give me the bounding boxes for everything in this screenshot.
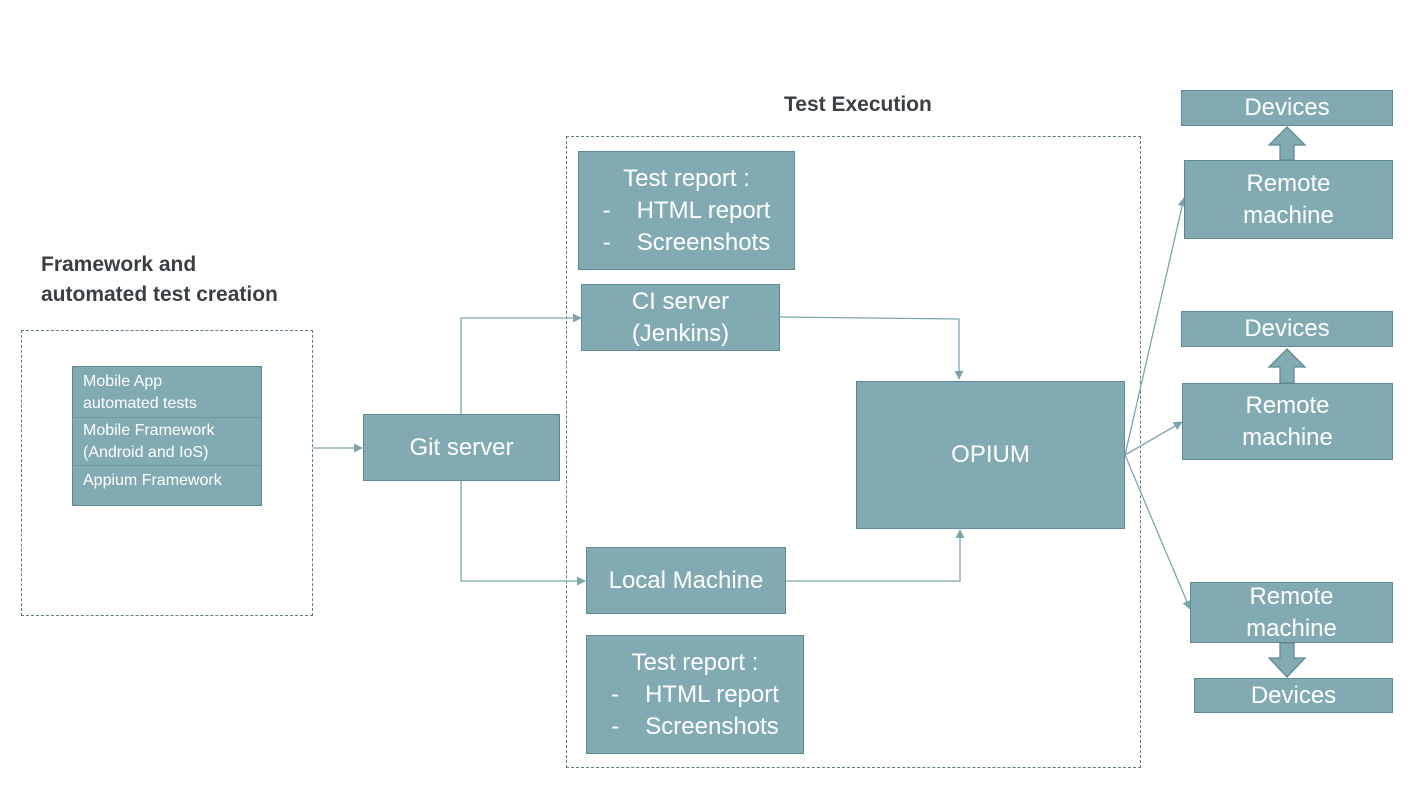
arrow-ci-to-opium — [779, 316, 964, 380]
devices-node-1: Devices — [1181, 90, 1393, 126]
framework-heading-line1: Framework and — [41, 253, 197, 276]
test-report-top-item-html: HTML report — [603, 195, 771, 227]
remote-machine-node-3: Remote machine — [1190, 582, 1393, 643]
framework-container — [21, 330, 313, 616]
arrow-opium-to-remote-1 — [1124, 197, 1187, 456]
framework-stack: Mobile App automated tests Mobile Framew… — [72, 366, 262, 506]
test-execution-container — [566, 136, 1141, 768]
block-arrow-up-2 — [1267, 348, 1307, 384]
git-server-label: Git server — [409, 433, 514, 461]
remote-machine-2-line1: Remote — [1245, 391, 1330, 419]
opium-label: OPIUM — [951, 441, 1030, 468]
test-report-bottom-item-screenshots: Screenshots — [611, 711, 778, 743]
arrow-git-to-local — [460, 481, 586, 586]
remote-machine-3-line1: Remote — [1249, 582, 1334, 610]
local-machine-label: Local Machine — [608, 566, 764, 594]
test-report-top: Test report : HTML report Screenshots — [578, 151, 795, 270]
stack-layer-appium-framework: Appium Framework — [83, 472, 222, 489]
devices-label-1: Devices — [1244, 94, 1330, 121]
ci-server-line2: (Jenkins) — [631, 319, 730, 347]
block-arrow-down-3 — [1267, 642, 1307, 678]
devices-node-2: Devices — [1181, 311, 1393, 347]
test-report-top-item-screenshots: Screenshots — [603, 227, 770, 259]
test-report-bottom-item-html: HTML report — [611, 679, 779, 711]
test-report-top-title: Test report : — [623, 164, 750, 192]
stack-layer2-line2: (Android and IoS) — [83, 444, 209, 461]
framework-heading: Framework and automated test creation — [41, 250, 278, 310]
test-report-bottom-title: Test report : — [631, 648, 759, 676]
test-report-bottom: Test report : HTML report Screenshots — [586, 635, 804, 754]
arrow-opium-to-remote-3 — [1124, 454, 1192, 610]
framework-heading-line2: automated test creation — [41, 283, 278, 306]
arrow-local-to-opium — [786, 529, 965, 582]
remote-machine-3-line2: machine — [1246, 614, 1337, 642]
stack-layer2-line1: Mobile Framework — [83, 422, 215, 439]
stack-layer-mobile-framework: Mobile Framework (Android and IoS) — [73, 418, 261, 466]
remote-machine-1-line2: machine — [1243, 201, 1334, 229]
devices-label-3: Devices — [1250, 681, 1337, 709]
stack-layer1-line1: Mobile App — [83, 373, 163, 390]
test-execution-heading: Test Execution — [784, 93, 932, 116]
remote-machine-node-2: Remote machine — [1182, 383, 1393, 460]
arrow-opium-to-remote-2 — [1124, 421, 1183, 456]
remote-machine-1-line1: Remote — [1246, 169, 1331, 197]
opium-node: OPIUM — [856, 381, 1125, 529]
stack-layer1-line2: automated tests — [83, 395, 197, 412]
devices-label-2: Devices — [1244, 315, 1330, 342]
stack-layer-mobile-app-tests: Mobile App automated tests — [73, 367, 261, 418]
remote-machine-2-line2: machine — [1242, 423, 1333, 451]
ci-server-node: CI server (Jenkins) — [581, 284, 780, 351]
arrow-git-to-ci — [460, 313, 582, 414]
devices-node-3: Devices — [1194, 678, 1393, 713]
git-server-node: Git server — [363, 414, 560, 481]
ci-server-line1: CI server — [631, 287, 730, 315]
local-machine-node: Local Machine — [586, 547, 786, 614]
block-arrow-up-1 — [1267, 126, 1307, 161]
remote-machine-node-1: Remote machine — [1184, 160, 1393, 239]
